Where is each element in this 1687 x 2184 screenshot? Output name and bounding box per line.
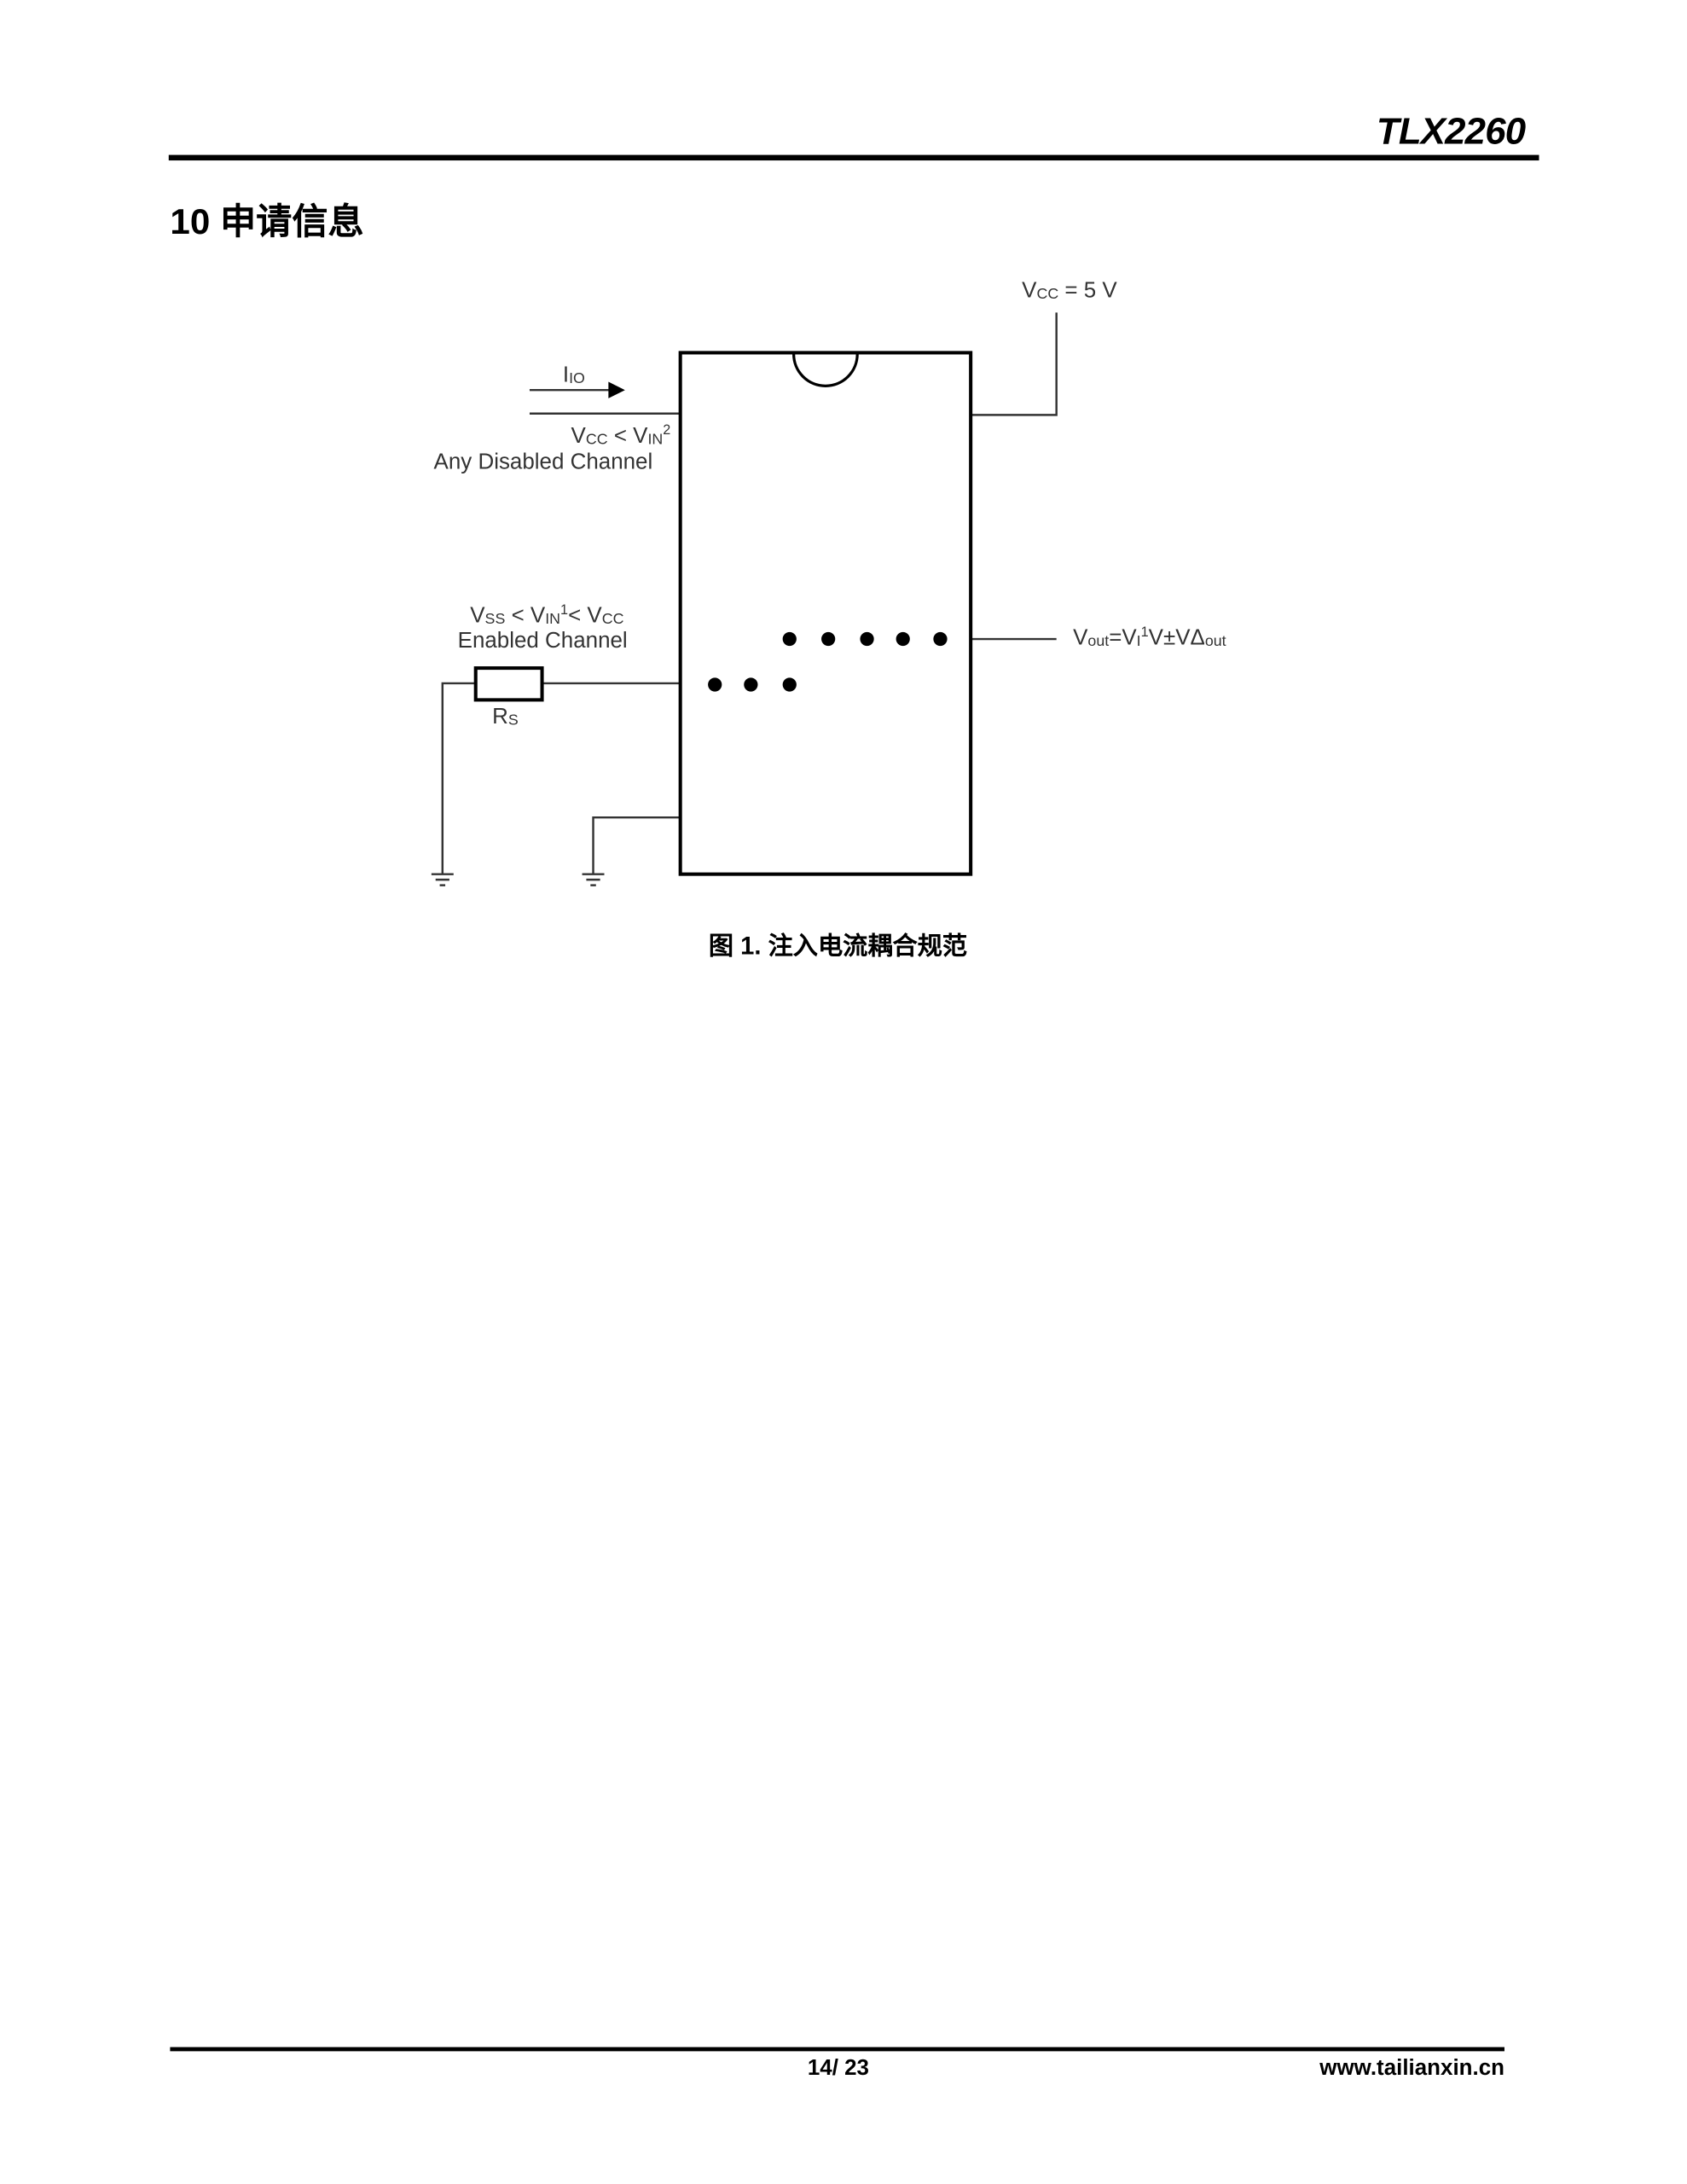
enabled-condition-label: VSS < VIN1< VCC bbox=[470, 602, 624, 629]
document-title: TLX2260 bbox=[1376, 110, 1526, 153]
chip-ground-wire bbox=[592, 816, 681, 874]
page-number: 14/ 23 bbox=[807, 2056, 869, 2081]
vcc-supply-label: VCC = 5 V bbox=[1022, 279, 1117, 304]
arrow-icon bbox=[608, 381, 625, 398]
disabled-condition-label: VCC < VIN2 bbox=[571, 423, 671, 449]
section-heading: 10 申请信息 bbox=[170, 200, 364, 242]
rs-label: RS bbox=[492, 705, 519, 729]
vout-label: Vout=VI1V±VΔout bbox=[1073, 624, 1226, 651]
footer-rule bbox=[170, 2047, 1504, 2052]
ic-package bbox=[678, 351, 973, 876]
website-link[interactable]: www.tailianxin.cn bbox=[1319, 2056, 1504, 2081]
disabled-channel-label: Any Disabled Channel bbox=[433, 450, 653, 475]
rs-ground-wire bbox=[441, 682, 476, 874]
iio-label: IIO bbox=[562, 363, 585, 387]
enabled-channel-label: Enabled Channel bbox=[457, 629, 628, 653]
ic-notch bbox=[792, 354, 859, 387]
ground-icon bbox=[431, 873, 454, 886]
resistor-rs bbox=[473, 666, 544, 702]
ground-icon bbox=[582, 873, 605, 886]
vcc-wire bbox=[971, 312, 1058, 416]
ellipsis-dots bbox=[708, 631, 948, 692]
header-rule bbox=[168, 154, 1539, 161]
injection-current-circuit-diagram bbox=[431, 312, 1058, 886]
figure-caption: 图 1. 注入电流耦合规范 bbox=[708, 932, 968, 961]
